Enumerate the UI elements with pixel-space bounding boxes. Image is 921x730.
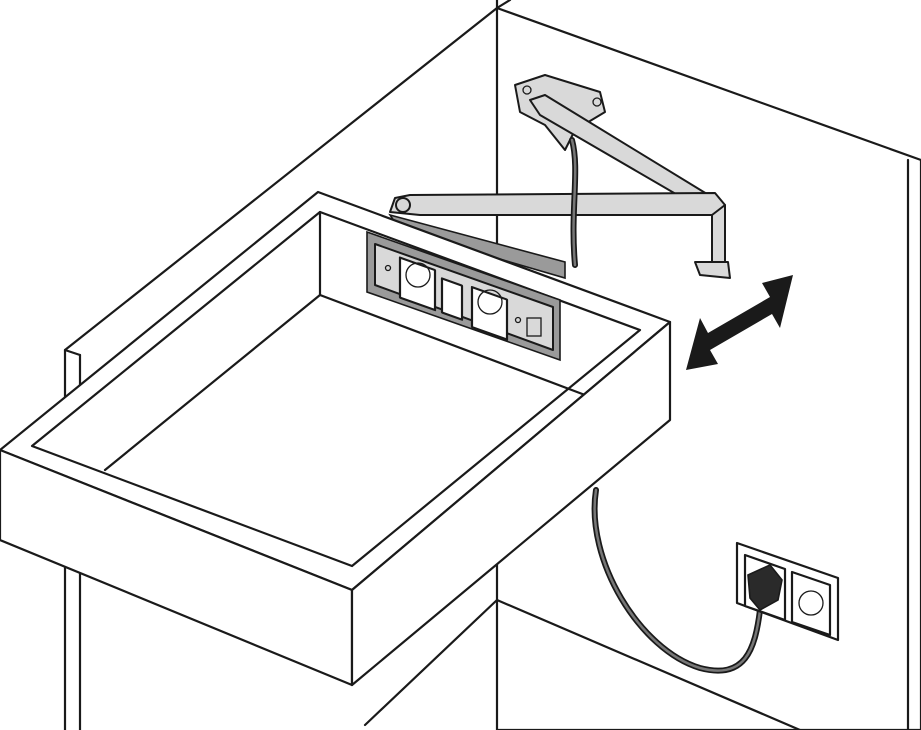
cable-upper-core [570,138,577,267]
screw-icon [592,97,602,107]
speaker-grille [526,317,542,337]
double-arrow-icon [686,275,793,370]
wall-socket [735,541,840,642]
arm-pivot [395,197,411,213]
arm-foot [694,261,731,279]
cabinet-floor-line [363,598,499,727]
drawer-side [350,320,672,687]
screw-icon [522,85,532,95]
usb-icon [440,277,464,321]
socket-face [405,262,431,288]
drawer-floor-line [318,293,587,397]
socket-icon [790,570,832,637]
socket-face [477,289,503,315]
cable-lower-core [593,488,762,672]
arm-lower [389,192,726,216]
cabinet-edge [495,0,512,10]
cabinet-floor-line [495,598,802,730]
plug-icon [747,564,783,612]
socket-icon [398,256,437,312]
socket-strip [366,230,561,362]
led [514,316,522,324]
led [384,264,392,272]
socket-face [798,590,824,616]
cable-arm [388,74,731,280]
cabinet-edge [63,348,82,357]
